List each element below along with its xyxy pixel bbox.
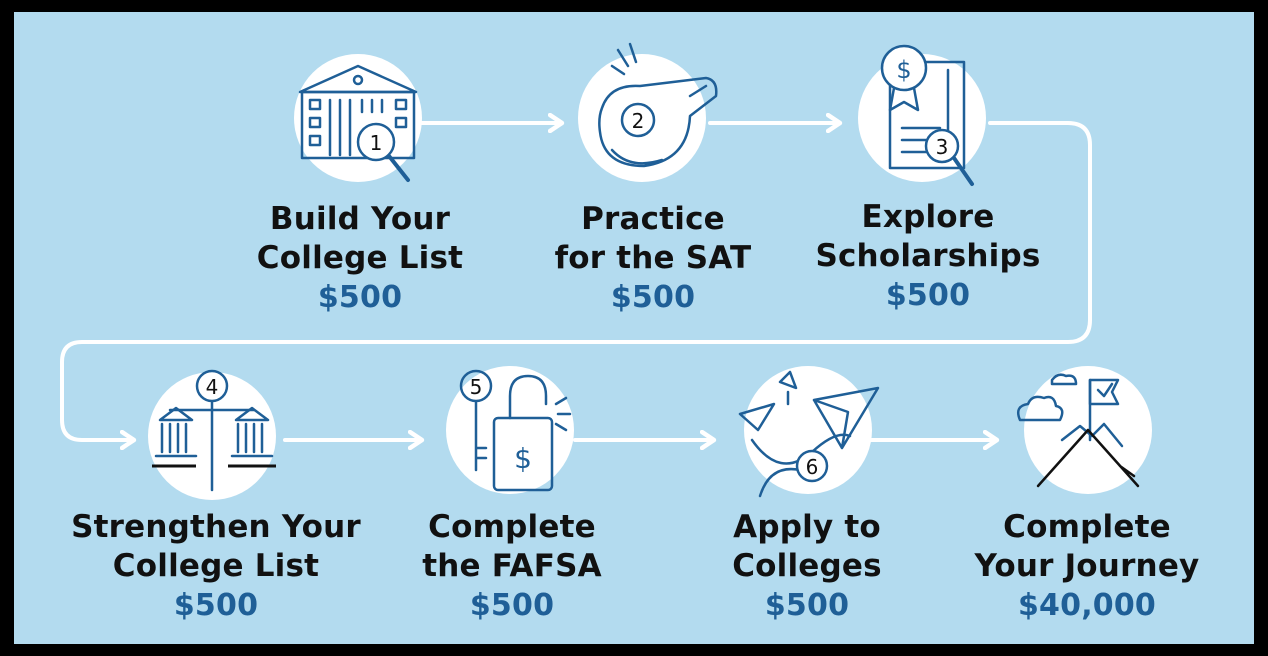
step-5-label: Complete the FAFSA $500 — [362, 508, 662, 626]
step-6-label: Apply to Colleges $500 — [657, 508, 957, 626]
step-7-icon — [1017, 366, 1152, 494]
step-4-icon: 4 — [148, 369, 276, 500]
paper-planes-icon — [812, 386, 880, 450]
cloud-icon — [1017, 395, 1064, 422]
step-2-amount: $500 — [610, 280, 696, 315]
step-5-title: Complete the FAFSA — [422, 509, 602, 584]
step-1-amount: $500 — [317, 280, 403, 315]
step-2-icon: 2 — [578, 42, 718, 182]
step-3-icon: $ 3 — [858, 44, 986, 186]
arrow-3-4 — [60, 121, 1092, 440]
step-6-amount: $500 — [764, 588, 850, 623]
step-3-amount: $500 — [885, 278, 971, 313]
step-4-label: Strengthen Your College List $500 — [66, 508, 366, 626]
step-7-title: Complete Your Journey — [974, 509, 1200, 584]
step-6-title: Apply to Colleges — [732, 509, 882, 584]
step-4-amount: $500 — [173, 588, 259, 623]
step-7-label: Complete Your Journey $40,000 — [937, 508, 1237, 626]
step-7-amount: $40,000 — [1017, 588, 1157, 623]
step-2-label: Practice for the SAT $500 — [503, 200, 803, 318]
step-3-title: Explore Scholarships — [815, 199, 1041, 274]
step-3-number: 3 — [936, 135, 949, 159]
step-4-title: Strengthen Your College List — [71, 509, 361, 584]
dollar-sign-icon: $ — [514, 442, 532, 475]
step-4-number: 4 — [206, 375, 219, 399]
step-1-icon: 1 — [294, 54, 422, 182]
step-6-icon: 6 — [738, 366, 880, 498]
step-6-number: 6 — [806, 455, 819, 479]
step-5-number: 5 — [470, 375, 483, 399]
step-2-number: 2 — [632, 109, 645, 133]
step-2-title: Practice for the SAT — [554, 201, 752, 276]
mountain-flag-icon — [1036, 428, 1140, 488]
step-1-label: Build Your College List $500 — [210, 200, 510, 318]
step-1-number: 1 — [370, 131, 383, 155]
certificate-magnifier-icon — [888, 60, 966, 170]
step-1-title: Build Your College List — [256, 201, 464, 276]
step-5-amount: $500 — [469, 588, 555, 623]
connector-arrows — [60, 121, 1092, 440]
step-5-icon: 5 $ — [446, 366, 574, 494]
dollar-sign-icon: $ — [896, 56, 911, 84]
step-3-label: Explore Scholarships $500 — [778, 198, 1078, 316]
whistle-icon — [598, 76, 718, 168]
